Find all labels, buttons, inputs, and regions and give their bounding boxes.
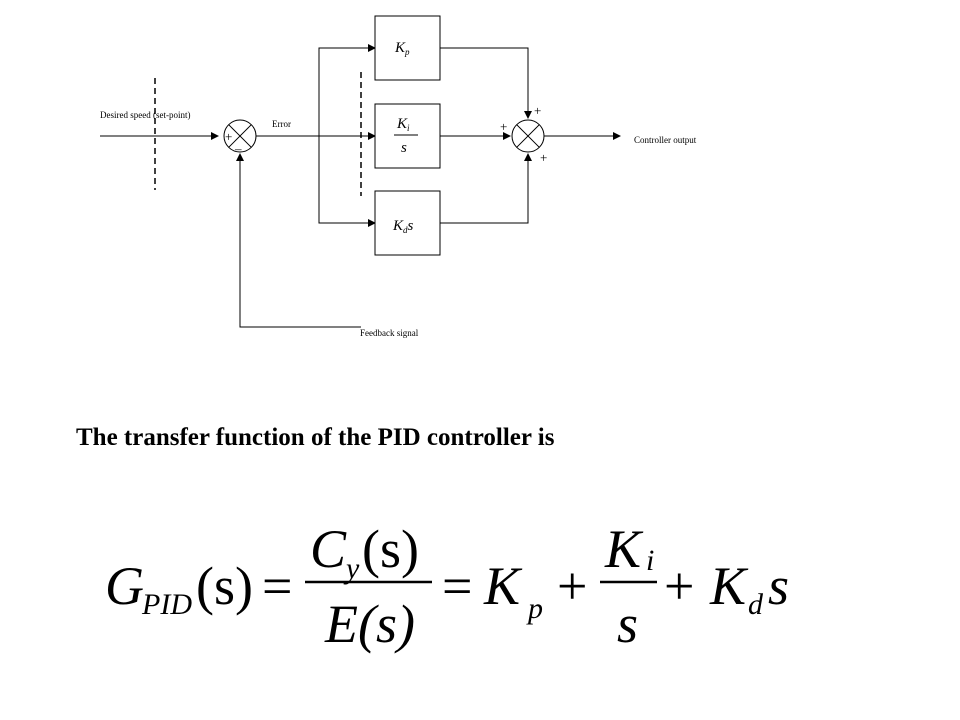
error-label: Error <box>272 119 291 129</box>
controller-output-label: Controller output <box>634 135 697 145</box>
feedback-path-line <box>236 153 361 328</box>
derivative-output-line <box>440 153 532 224</box>
pid-transfer-function-equation: G PID (s) = C y (s) E(s) = K p + K i s +… <box>105 519 789 654</box>
eq-kd: K <box>709 556 749 616</box>
eq-kp: K <box>483 556 523 616</box>
eq-kd-s: s <box>768 556 789 616</box>
integral-denominator: s <box>401 140 407 156</box>
eq-denominator: E(s) <box>324 594 415 654</box>
eq-ki-sub: i <box>646 544 654 577</box>
eq-ki: K <box>604 519 644 579</box>
integral-block <box>374 103 441 169</box>
eq-plus-2: + <box>664 556 694 616</box>
eq-lhs-arg: (s) <box>196 556 253 616</box>
pid-block-diagram: + – Kp Ki s Kds + + + Desired speed (set… <box>100 15 697 338</box>
eq-lhs-g: G <box>105 556 144 616</box>
proportional-block <box>374 15 441 81</box>
eq-equals-1: = <box>262 556 292 616</box>
input-minus-sign: – <box>234 141 242 156</box>
derivative-gain-label: Kds <box>392 218 414 235</box>
eq-plus-1: + <box>557 556 587 616</box>
eq-ki-denominator: s <box>617 594 638 654</box>
eq-kd-sub: d <box>748 588 764 621</box>
input-plus-sign: + <box>225 129 232 144</box>
branch-to-proportional <box>318 44 376 136</box>
branch-to-derivative <box>318 136 376 227</box>
proportional-gain-label: Kp <box>394 40 410 57</box>
input-summing-junction <box>223 119 257 153</box>
transfer-function-statement: The transfer function of the PID control… <box>76 424 555 451</box>
eq-num-c: C <box>310 519 347 579</box>
output-top-plus-sign: + <box>534 103 541 118</box>
output-left-plus-sign: + <box>500 119 507 134</box>
output-bottom-plus-sign: + <box>540 150 547 165</box>
output-summing-junction <box>511 119 545 153</box>
proportional-output-line <box>440 47 532 119</box>
eq-lhs-sub: PID <box>141 588 192 621</box>
eq-num-arg: (s) <box>362 519 419 579</box>
feedback-signal-label: Feedback signal <box>360 328 419 338</box>
eq-num-sub: y <box>343 552 360 585</box>
derivative-block <box>374 190 441 256</box>
eq-kp-sub: p <box>526 592 543 625</box>
integral-numerator: Ki <box>396 116 410 133</box>
setpoint-label: Desired speed (set-point) <box>100 110 190 120</box>
eq-equals-2: = <box>442 556 472 616</box>
